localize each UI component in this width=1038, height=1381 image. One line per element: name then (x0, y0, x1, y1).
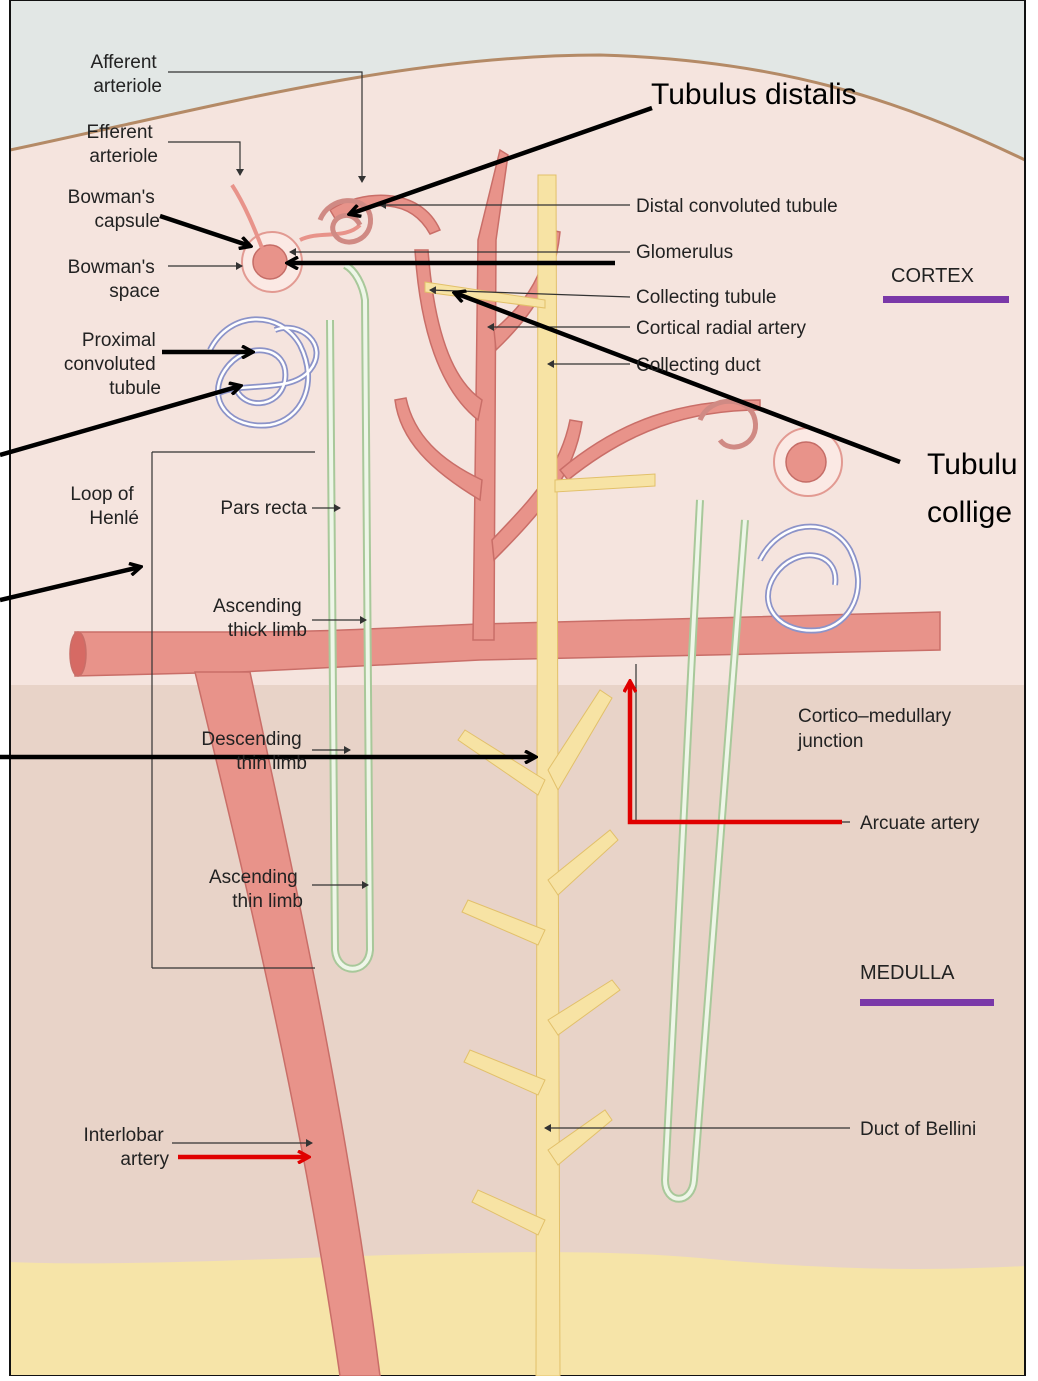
collecting-duct-label: Collecting duct (636, 355, 761, 376)
cortex-label: CORTEX (891, 265, 974, 287)
medulla-bar (860, 999, 994, 1006)
collecting-tubule-label: Collecting tubule (636, 287, 776, 308)
papilla-region (10, 1252, 1025, 1376)
right-glomerulus (786, 442, 826, 482)
duct-of-bellini-label: Duct of Bellini (860, 1119, 976, 1140)
tubulus-distalis-annotation: Tubulus distalis (651, 78, 857, 111)
cortical-radial-artery-label: Cortical radial artery (636, 318, 806, 339)
cortex-bar (883, 296, 1009, 303)
pars-recta-label: Pars recta (220, 498, 307, 519)
arcuate-artery-opening (70, 632, 86, 676)
glomerulus-label: Glomerulus (636, 242, 733, 263)
medulla-label: MEDULLA (860, 962, 955, 984)
arcuate-artery-label: Arcuate artery (860, 813, 980, 834)
distal-convoluted-tubule-label: Distal convoluted tubule (636, 196, 838, 217)
glomerulus-tuft (253, 245, 287, 279)
